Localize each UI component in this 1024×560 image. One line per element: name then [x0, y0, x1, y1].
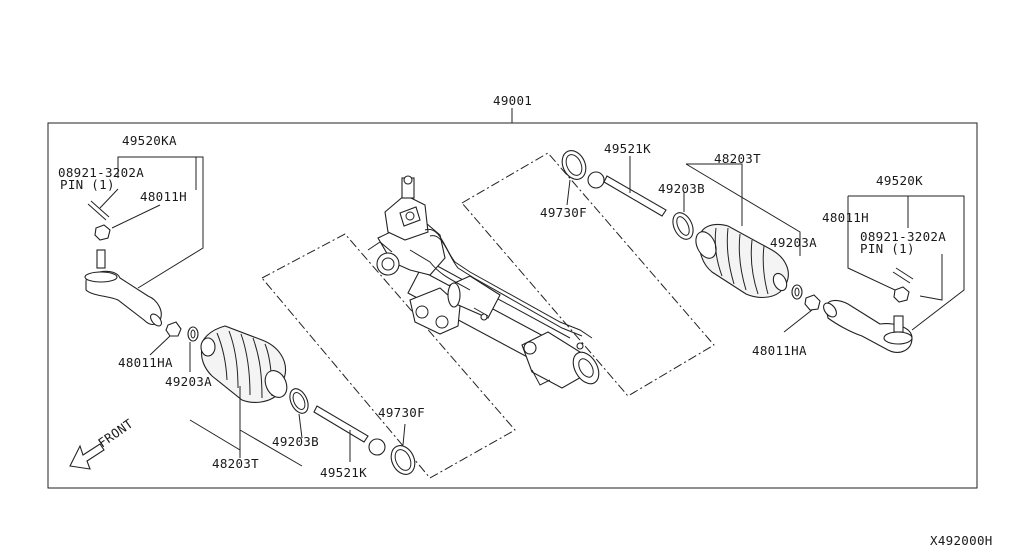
label-cotter-right: 48011H — [822, 210, 869, 225]
boot-clamp-small-left — [187, 326, 199, 342]
label-boot-left: 48203T — [212, 456, 259, 471]
label-lock-ring-left: 49730F — [378, 405, 425, 420]
label-nut-right: 48011HA — [752, 343, 807, 358]
label-bolt-spec-left: 08921-3202A — [58, 165, 144, 180]
steering-rack-housing — [367, 175, 600, 389]
rack-boot-left — [200, 325, 288, 403]
label-nut-left: 48011HA — [118, 355, 173, 370]
figure-code: X492000H — [930, 533, 993, 548]
cotter-pin-right — [892, 267, 914, 284]
assembly-label: 49001 — [493, 93, 532, 108]
inner-tie-rod-left — [313, 405, 386, 456]
label-boot-clamp-small-right: 49203A — [770, 235, 817, 250]
label-boot-right: 48203T — [714, 151, 761, 166]
label-cotter-left: 48011H — [140, 189, 187, 204]
left-dashdot-group — [261, 233, 516, 479]
label-boot-clamp-large-left: 49203B — [272, 434, 319, 449]
castle-nut-top-right — [893, 286, 910, 303]
label-tie-rod-end-left: 49520KA — [122, 133, 177, 148]
label-pin-right: PIN (1) — [860, 241, 915, 256]
tie-rod-end-left — [84, 249, 162, 327]
inner-tie-rod-right — [587, 171, 667, 217]
label-lock-ring-right: 49730F — [540, 205, 587, 220]
front-arrow-icon — [69, 443, 105, 470]
castle-nut-top-left — [94, 224, 111, 241]
lock-ring-right — [561, 150, 587, 180]
right-dashdot-group — [461, 152, 715, 397]
label-tie-rod-end-right: 49520K — [876, 173, 923, 188]
rack-boot-right — [695, 223, 789, 299]
front-label: FRONT — [95, 416, 136, 451]
lock-nut-left — [165, 321, 182, 337]
label-bolt-spec-right: 08921-3202A — [860, 229, 946, 244]
cotter-pin-left — [87, 200, 110, 221]
boot-clamp-large-right — [672, 212, 694, 240]
label-boot-clamp-small-left: 49203A — [165, 374, 212, 389]
label-pin-left: PIN (1) — [60, 177, 115, 192]
label-boot-clamp-large-right: 49203B — [658, 181, 705, 196]
label-inner-tie-rod-right: 49521K — [604, 141, 651, 156]
lock-nut-right — [804, 294, 821, 311]
tie-rod-end-right — [823, 299, 913, 353]
boot-clamp-large-left — [289, 388, 309, 414]
boot-clamp-small-right — [791, 284, 803, 300]
lock-ring-left — [390, 445, 416, 475]
label-inner-tie-rod-left: 49521K — [320, 465, 367, 480]
